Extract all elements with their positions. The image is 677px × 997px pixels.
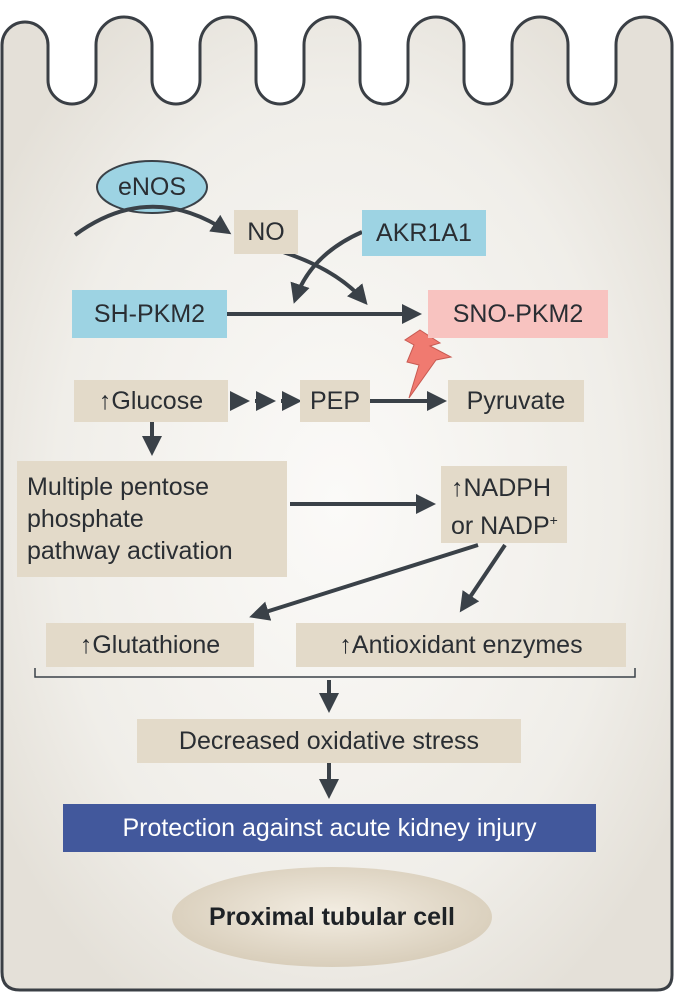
- nadph-line-1: ↑NADPH: [451, 474, 552, 502]
- ppp-line-3: pathway activation: [27, 537, 233, 565]
- enos-ellipse: [96, 160, 208, 214]
- inhibition-lightning: [404, 329, 453, 399]
- nadph-box: ↑NADPH or NADP+: [441, 466, 567, 543]
- akr1a1-box: AKR1A1: [362, 210, 486, 256]
- akr1a1-to-pkm2-arrow: [290, 230, 363, 304]
- no-to-pkm2-arrow: [282, 250, 368, 306]
- no-box: NO: [234, 210, 298, 254]
- decreased-stress-box: Decreased oxidative stress: [137, 719, 521, 763]
- sno-pkm2-box: SNO-PKM2: [428, 290, 608, 338]
- nadp-superscript: +: [549, 512, 558, 528]
- pyruvate-box: Pyruvate: [448, 380, 584, 422]
- sh-pkm2-box: SH-PKM2: [72, 290, 227, 338]
- ppp-line-1: Multiple pentose: [27, 473, 210, 501]
- protection-box: Protection against acute kidney injury: [63, 804, 596, 852]
- nadph-to-glutathione-arrow: [249, 543, 479, 621]
- nadph-line-2: or NADP+: [451, 504, 567, 542]
- pep-box: PEP: [300, 380, 370, 422]
- pentose-phosphate-box: Multiple pentose phosphate pathway activ…: [17, 461, 287, 577]
- cell-label: Proximal tubular cell: [209, 902, 455, 931]
- glutathione-box: ↑Glutathione: [46, 623, 254, 667]
- nadp-text: or NADP: [451, 512, 550, 540]
- glucose-box: ↑Glucose: [74, 380, 228, 422]
- convergence-bracket: [34, 668, 636, 678]
- nadph-to-antioxidant-arrow: [459, 543, 507, 613]
- antioxidant-box: ↑Antioxidant enzymes: [296, 623, 626, 667]
- enos-to-no-arrow: [73, 204, 232, 237]
- enos-label: eNOS: [117, 172, 187, 201]
- nucleus: [172, 867, 492, 967]
- ppp-line-2: phosphate: [27, 505, 144, 533]
